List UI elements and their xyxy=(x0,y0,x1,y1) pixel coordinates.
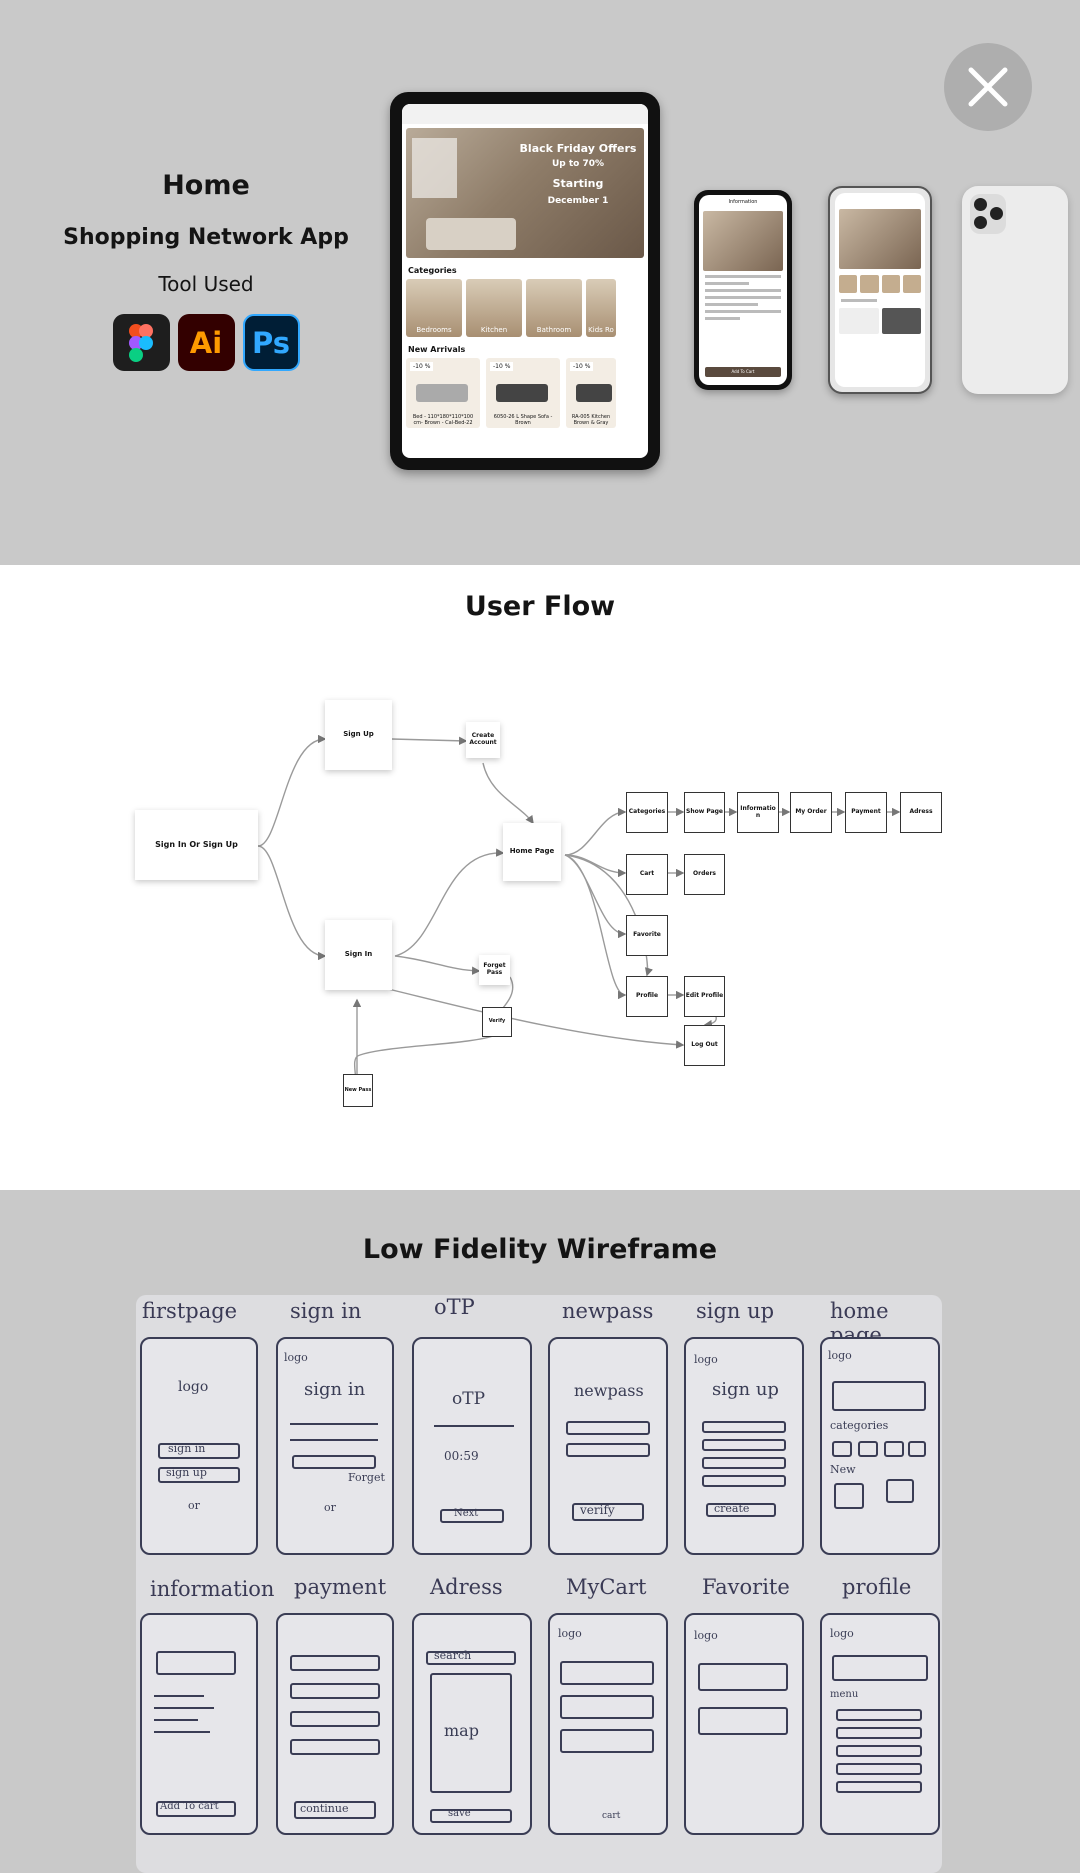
close-icon xyxy=(968,67,1008,107)
user-flow-section: User Flow xyxy=(0,565,1080,1190)
flow-node-verify: Verify xyxy=(482,1007,512,1037)
arrival-list: -10 % Bed - 110*180*110*100 cm- Brown - … xyxy=(402,358,648,428)
banner-date: December 1 xyxy=(547,196,609,206)
wireframe-sketch-board: firstpage sign in oTP newpass sign up ho… xyxy=(136,1295,942,1873)
tablet-mockup: Black Friday Offers Up to 70% Starting D… xyxy=(390,92,660,470)
wf-phone-adress: search map save xyxy=(412,1613,532,1835)
flow-node-new-pass: New Pass xyxy=(343,1074,373,1107)
wf-phone-profile: logo menu xyxy=(820,1613,940,1835)
banner-discount: Up to 70% xyxy=(551,159,605,169)
product-card: -10 % RA-005 Kitchen Brown & Gray xyxy=(566,358,616,428)
phone-back-mockup xyxy=(962,186,1068,394)
hero-section: Home Shopping Network App Tool Used Ai P… xyxy=(0,0,1080,565)
flow-node-show-page: Show Page xyxy=(684,792,725,833)
wf-label-newpass: newpass xyxy=(562,1299,654,1323)
wf-phone-favorite: logo xyxy=(684,1613,804,1835)
wf-label-sign-in: sign in xyxy=(290,1299,362,1323)
wf-label-information: information xyxy=(150,1577,275,1601)
flow-node-adress: Adress xyxy=(900,792,942,833)
category-card: Bathroom xyxy=(526,279,582,337)
wf-label-mycart: MyCart xyxy=(566,1575,647,1599)
project-subtitle: Shopping Network App xyxy=(63,225,349,250)
flow-node-home-page: Home Page xyxy=(503,823,561,881)
wf-phone-payment: continue xyxy=(276,1613,394,1835)
flow-node-create-account: Create Account xyxy=(466,722,500,758)
close-button[interactable] xyxy=(944,43,1032,131)
flow-node-profile: Profile xyxy=(626,976,668,1017)
illustrator-icon: Ai xyxy=(177,314,235,371)
page-title: Home xyxy=(162,170,250,201)
flow-node-my-order: My Order xyxy=(790,792,832,833)
flow-node-orders: Orders xyxy=(684,854,725,895)
flow-node-sign-in: Sign In xyxy=(325,920,392,990)
flow-node-forget-pass: Forget Pass xyxy=(479,955,510,985)
wf-label-sign-up: sign up xyxy=(696,1299,775,1323)
wf-phone-otp: oTP 00:59 Next xyxy=(412,1337,532,1555)
flow-node-information: Informatio n xyxy=(737,792,779,833)
flow-node-payment: Payment xyxy=(845,792,887,833)
wf-phone-information: Add To cart xyxy=(140,1613,258,1835)
banner-starting: Starting xyxy=(552,177,604,190)
flow-node-log-out: Log Out xyxy=(684,1025,725,1066)
flow-node-edit-profile: Edit Profile xyxy=(684,976,725,1017)
wf-phone-mycart: logo cart xyxy=(548,1613,668,1835)
wf-phone-sign-in: logo sign in Forget or xyxy=(276,1337,394,1555)
wireframe-title: Low Fidelity Wireframe xyxy=(362,1234,718,1265)
flow-node-sign-up: Sign Up xyxy=(325,700,392,770)
wf-label-adress: Adress xyxy=(430,1575,503,1599)
phone-mockup-home xyxy=(828,186,932,394)
tool-list: Ai Ps xyxy=(60,314,352,371)
flow-node-sign-in-or-up: Sign In Or Sign Up xyxy=(135,810,258,880)
wf-phone-sign-up: logo sign up create xyxy=(684,1337,804,1555)
banner-title: Black Friday Offers xyxy=(519,142,637,155)
promo-banner: Black Friday Offers Up to 70% Starting D… xyxy=(406,128,644,258)
category-card: Bedrooms xyxy=(406,279,462,337)
wf-phone-newpass: newpass verify xyxy=(548,1337,668,1555)
product-card: -10 % 6050-26 L Shape Sofa - Brown xyxy=(486,358,560,428)
wf-label-firstpage: firstpage xyxy=(142,1299,238,1323)
figma-icon xyxy=(112,314,170,371)
categories-heading: Categories xyxy=(408,266,457,275)
category-card: Kids Ro xyxy=(586,279,616,337)
flow-node-cart: Cart xyxy=(626,854,668,895)
wf-label-payment: payment xyxy=(294,1575,387,1599)
category-list: Bedrooms Kitchen Bathroom Kids Ro xyxy=(402,279,648,337)
project-info: Home Shopping Network App Tool Used Ai P… xyxy=(60,170,352,371)
category-card: Kitchen xyxy=(466,279,522,337)
wf-label-profile: profile xyxy=(842,1575,912,1599)
new-arrivals-heading: New Arrivals xyxy=(408,345,466,354)
wf-phone-firstpage: logo sign in sign up or xyxy=(140,1337,258,1555)
tools-label: Tool Used xyxy=(158,272,254,296)
flow-node-favorite: Favorite xyxy=(626,915,668,956)
phone-mockup-information: Information Add To Cart xyxy=(694,190,792,390)
wf-label-favorite: Favorite xyxy=(702,1575,790,1599)
product-card: -10 % Bed - 110*180*110*100 cm- Brown - … xyxy=(406,358,480,428)
user-flow-title: User Flow xyxy=(464,591,616,622)
photoshop-icon: Ps xyxy=(242,314,300,371)
wf-phone-home-page: logo categories New xyxy=(820,1337,940,1555)
wf-label-otp: oTP xyxy=(434,1295,475,1319)
flow-node-categories: Categories xyxy=(626,792,668,833)
tablet-search-bar xyxy=(402,104,648,124)
wireframe-section: Low Fidelity Wireframe firstpage sign in… xyxy=(0,1190,1080,1873)
